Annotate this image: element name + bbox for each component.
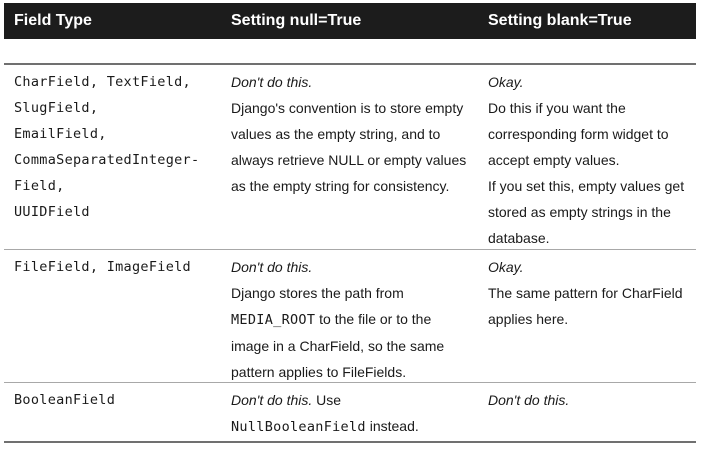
header-field-type: Field Type: [14, 12, 92, 29]
null-note-line: Django's convention is to store empty: [231, 100, 464, 116]
field-type-line: UUIDField: [14, 204, 90, 220]
field-type-line: SlugField,: [14, 100, 99, 116]
blank-note-line: stored as empty strings in the: [488, 204, 671, 220]
null-note-line: Don't do this. Use: [231, 387, 419, 413]
field-type-line: Field,: [14, 178, 65, 194]
blank-note-line: The same pattern for CharField: [488, 285, 683, 301]
null-note-line: image in a CharField, so the same: [231, 338, 445, 354]
null-setting-cell: Don't do this. Django stores the path fr…: [231, 254, 444, 385]
null-verdict: Don't do this.: [231, 74, 313, 90]
table-header: Field Type Setting null=True Setting bla…: [4, 3, 696, 39]
blank-verdict: Okay.: [488, 259, 524, 275]
table-row: FileField, ImageField Don't do this. Dja…: [4, 250, 696, 383]
blank-setting-cell: Okay. The same pattern for CharField app…: [488, 254, 683, 332]
blank-note-line: accept empty values.: [488, 152, 620, 168]
null-setting-cell: Don't do this. Use NullBooleanField inst…: [231, 387, 419, 440]
blank-note-line: If you set this, empty values get: [488, 178, 685, 194]
table-row: CharField, TextField, SlugField, EmailFi…: [4, 65, 696, 250]
null-note-line: as the empty string for consistency.: [231, 178, 450, 194]
field-type-cell: FileField, ImageField: [14, 254, 191, 280]
field-type-line: BooleanField: [14, 392, 116, 408]
null-note-line: Django stores the path from: [231, 285, 404, 301]
field-type-line: EmailField,: [14, 126, 107, 142]
null-note-line: always retrieve NULL or empty values: [231, 152, 467, 168]
null-verdict: Don't do this.: [231, 392, 313, 408]
null-note-text: instead.: [365, 418, 419, 434]
table-row: BooleanField Don't do this. Use NullBool…: [4, 383, 696, 443]
media-root-code: MEDIA_ROOT: [231, 312, 316, 328]
field-type-line: CharField, TextField,: [14, 74, 191, 90]
blank-note-line: applies here.: [488, 311, 569, 327]
blank-note-line: Do this if you want the: [488, 100, 626, 116]
null-verdict: Don't do this.: [231, 259, 313, 275]
blank-verdict: Okay.: [488, 74, 524, 90]
null-note-line: values as the empty string, and to: [231, 126, 441, 142]
field-type-cell: CharField, TextField, SlugField, EmailFi…: [14, 69, 199, 225]
field-type-line: CommaSeparatedInteger-: [14, 152, 200, 168]
blank-note-line: database.: [488, 230, 550, 246]
blank-setting-cell: Okay. Do this if you want the correspond…: [488, 69, 684, 251]
blank-verdict: Don't do this.: [488, 392, 570, 408]
null-note-line: MEDIA_ROOT to the file or to the: [231, 306, 444, 333]
null-boolean-field-code: NullBooleanField: [231, 419, 366, 435]
blank-note-line: corresponding form widget to: [488, 126, 669, 142]
null-note-line: NullBooleanField instead.: [231, 413, 419, 440]
header-spacer: [4, 39, 696, 65]
field-settings-table: Field Type Setting null=True Setting bla…: [4, 3, 696, 443]
blank-setting-cell: Don't do this.: [488, 387, 569, 413]
null-note-text: Use: [312, 392, 342, 408]
null-setting-cell: Don't do this. Django's convention is to…: [231, 69, 466, 199]
header-blank-true: Setting blank=True: [488, 12, 632, 29]
field-type-line: FileField, ImageField: [14, 259, 191, 275]
null-note-text: to the file or to the: [315, 311, 432, 327]
field-type-cell: BooleanField: [14, 387, 115, 413]
null-note-line: pattern applies to FileFields.: [231, 364, 407, 380]
header-null-true: Setting null=True: [231, 12, 362, 29]
